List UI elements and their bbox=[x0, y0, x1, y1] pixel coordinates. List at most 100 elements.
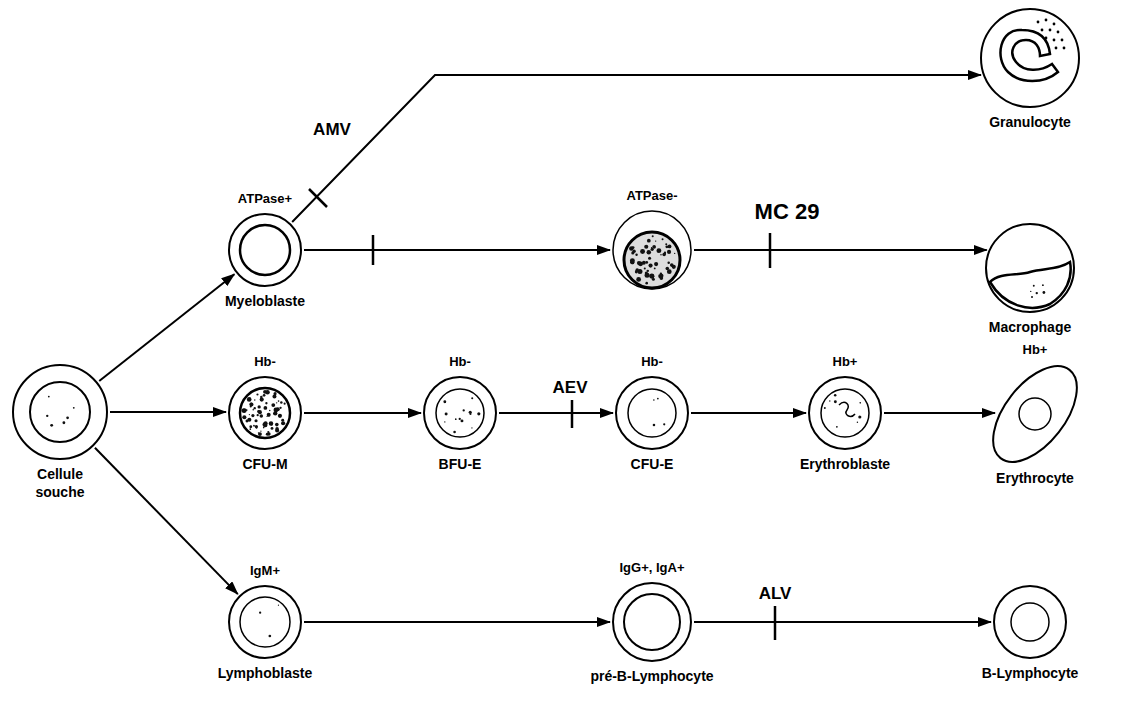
chromatin-speck bbox=[668, 245, 672, 249]
nucleus-outline bbox=[436, 389, 484, 437]
differentiation-arrow bbox=[304, 249, 610, 251]
chromatin-speck bbox=[647, 273, 648, 274]
chromatin-speck bbox=[829, 400, 830, 401]
cell-node: Hb-CFU-E bbox=[614, 375, 690, 451]
marker-label: ATPase+ bbox=[238, 191, 292, 207]
chromatin-speck bbox=[273, 411, 277, 415]
chromatin-speck bbox=[257, 414, 259, 416]
virus-label: ALV bbox=[757, 585, 794, 604]
chromatin-speck bbox=[275, 423, 279, 427]
chromatin-speck bbox=[242, 415, 246, 419]
cell-node: Hb+Erythroblaste bbox=[807, 375, 883, 451]
chromatin-speck bbox=[653, 399, 655, 401]
chromatin-speck bbox=[263, 422, 267, 426]
chromatin-speck bbox=[249, 425, 252, 428]
chromatin-speck bbox=[459, 418, 461, 420]
chromatin-speck bbox=[644, 268, 646, 270]
chromatin-speck bbox=[247, 418, 251, 422]
chromatin-speck bbox=[642, 261, 646, 265]
chromatin-speck bbox=[273, 392, 276, 395]
chromatin-speck bbox=[463, 409, 465, 411]
cell-name: BFU-E bbox=[439, 456, 482, 474]
chromatin-speck bbox=[635, 270, 638, 273]
chromatin-speck bbox=[267, 413, 271, 417]
chromatin-speck bbox=[50, 424, 53, 427]
chromatin-speck bbox=[637, 261, 641, 265]
cell-shape bbox=[611, 209, 693, 291]
cell-shape bbox=[979, 7, 1081, 109]
chromatin-speck bbox=[281, 421, 285, 425]
cell-shape bbox=[807, 375, 883, 451]
chromatin-speck bbox=[664, 252, 666, 254]
cell-outline bbox=[613, 211, 691, 289]
chromatin-speck bbox=[263, 390, 267, 394]
chromatin-speck bbox=[662, 238, 664, 240]
differentiation-arrow bbox=[694, 249, 987, 251]
nucleus-outline bbox=[1019, 398, 1051, 430]
chromatin-speck bbox=[674, 253, 675, 254]
marker-label: Hb+ bbox=[833, 354, 858, 370]
lobed-nucleus bbox=[1000, 30, 1058, 81]
nucleus-outline bbox=[624, 594, 680, 650]
chromatin-speck bbox=[637, 269, 642, 274]
chromatin-speck bbox=[660, 254, 662, 256]
cell-shape bbox=[984, 222, 1076, 314]
chromatin-speck bbox=[263, 406, 267, 410]
chromatin-speck bbox=[267, 432, 270, 435]
differentiation-arrow bbox=[691, 412, 806, 414]
cell-outline bbox=[981, 9, 1079, 107]
chromatin-speck bbox=[256, 393, 258, 395]
differentiation-arrow bbox=[304, 621, 610, 623]
cell-name: CFU-E bbox=[631, 456, 674, 474]
chromatin-speck bbox=[284, 403, 286, 405]
chromatin-speck bbox=[643, 263, 645, 265]
chromatin-mark bbox=[839, 402, 855, 416]
marker-label: IgG+, IgA+ bbox=[619, 560, 684, 576]
chromatin-speck bbox=[670, 263, 674, 267]
cell-name: B-Lymphocyte bbox=[982, 665, 1079, 683]
granule bbox=[1045, 37, 1048, 40]
chromatin-speck bbox=[249, 414, 250, 415]
differentiation-arrow bbox=[304, 412, 421, 414]
cell-outline bbox=[424, 377, 496, 449]
cell-node: IgG+, IgA+pré-B-Lymphocyte bbox=[611, 581, 693, 663]
chromatin-speck bbox=[658, 274, 662, 278]
chromatin-speck bbox=[250, 406, 252, 408]
granule bbox=[1041, 29, 1044, 32]
cell-name: Cellule souche bbox=[20, 466, 100, 501]
chromatin-speck bbox=[257, 410, 260, 413]
chromatin-speck bbox=[272, 394, 276, 398]
block-bar bbox=[309, 189, 327, 207]
cell-drawing bbox=[986, 224, 1074, 312]
chromatin-speck bbox=[273, 413, 275, 415]
nucleus-outline bbox=[240, 388, 290, 438]
chromatin-speck bbox=[659, 276, 663, 280]
chromatin-speck bbox=[258, 405, 261, 408]
chromatin-speck bbox=[667, 262, 670, 265]
cell-drawing bbox=[977, 351, 1093, 476]
cell-drawing bbox=[809, 377, 881, 449]
cell-name: Myeloblaste bbox=[225, 293, 305, 311]
marker-label: Hb+ bbox=[1023, 342, 1048, 358]
chromatin-speck bbox=[266, 416, 267, 417]
chromatin-speck bbox=[444, 421, 445, 422]
cell-outline bbox=[986, 224, 1074, 312]
chromatin-speck bbox=[242, 409, 246, 413]
chromatin-speck bbox=[254, 407, 256, 409]
chromatin-speck bbox=[268, 415, 270, 417]
marker-label: Hb- bbox=[254, 354, 276, 370]
chromatin-speck bbox=[635, 268, 639, 272]
chromatin-speck bbox=[645, 282, 648, 285]
chromatin-speck bbox=[258, 432, 262, 436]
differentiation-arrow bbox=[292, 75, 981, 222]
chromatin-speck bbox=[654, 262, 658, 266]
block-bar bbox=[571, 400, 574, 428]
chromatin-speck bbox=[471, 427, 472, 428]
chromatin-speck bbox=[269, 635, 272, 638]
chromatin-speck bbox=[644, 245, 648, 249]
granule bbox=[1037, 21, 1040, 24]
chromatin-speck bbox=[834, 400, 837, 403]
chromatin-speck bbox=[276, 407, 280, 411]
chromatin-speck bbox=[652, 235, 654, 237]
